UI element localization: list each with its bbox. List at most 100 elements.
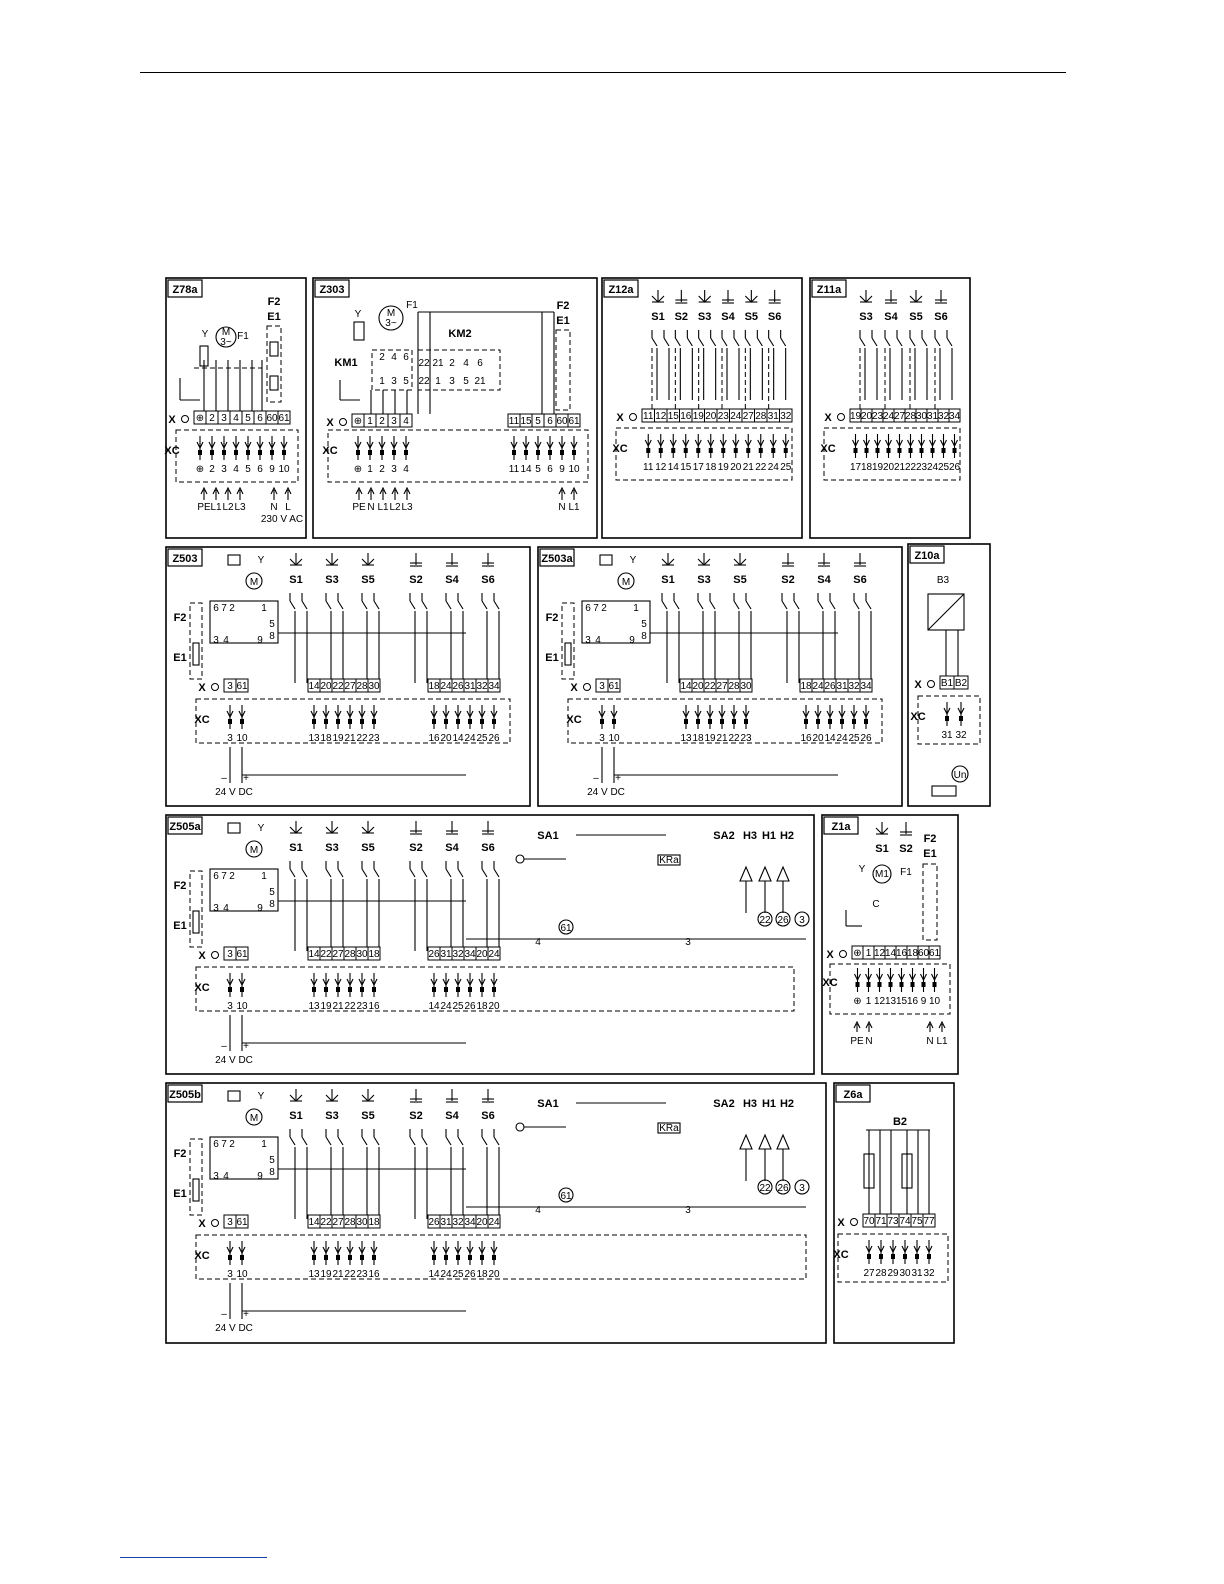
x-terminal — [487, 1214, 501, 1229]
xc-pin — [430, 973, 438, 997]
xc-pin-number: 28 — [875, 1268, 887, 1279]
switch-s5: S5 — [733, 553, 747, 586]
xc-pin-number: 21 — [332, 1269, 344, 1280]
x-terminal-number: 5 — [535, 416, 541, 427]
x-terminal-number: 27 — [716, 681, 728, 692]
x-terminal-number: 32 — [452, 1217, 464, 1228]
x-terminal — [859, 678, 873, 693]
x-terminal-number: 12 — [655, 411, 667, 422]
relay-pin: 2 — [229, 871, 235, 882]
x-terminal-number: 30 — [368, 681, 380, 692]
xc-pin — [358, 705, 366, 729]
switch-s1: S1 — [875, 822, 889, 855]
xc-pin — [901, 1240, 909, 1264]
xc-pin — [802, 705, 810, 729]
relay-pin: 7 — [221, 871, 227, 882]
x-terminal-number: 14 — [308, 1217, 320, 1228]
xc-connector-label: XC — [194, 714, 209, 726]
switch-s4: S4 — [445, 821, 460, 854]
x-terminal-number: 34 — [488, 681, 500, 692]
e1-label: E1 — [923, 848, 936, 860]
xc-pin — [814, 705, 822, 729]
xc-pin-number: ⊕ — [354, 464, 362, 475]
xc-pin-number: 25 — [938, 462, 950, 473]
x-terminal-number: 22 — [704, 681, 716, 692]
relay-pin: 2 — [601, 603, 607, 614]
switch-label: S1 — [289, 842, 302, 854]
supply-label: L3 — [401, 502, 413, 513]
x-terminal-number: 24 — [488, 949, 500, 960]
b2-label: B2 — [893, 1116, 907, 1128]
xc-pin — [742, 705, 750, 729]
supply-label: L2 — [389, 502, 401, 513]
xc-pin — [370, 1241, 378, 1265]
km2-contact: 5 — [463, 376, 469, 387]
xc-pin-number: 23 — [368, 733, 380, 744]
capacitor-label: C — [872, 899, 879, 910]
x-terminal-number: 11 — [509, 416, 520, 427]
x-terminal-number: 24 — [440, 681, 452, 692]
xc-pin — [358, 1241, 366, 1265]
xc-pin — [466, 1241, 474, 1265]
x-terminal-number: 18 — [368, 949, 380, 960]
xc-pin — [490, 973, 498, 997]
relay-pin: 7 — [593, 603, 599, 614]
x-terminal-number: 4 — [233, 413, 239, 424]
x-terminal — [607, 678, 621, 693]
relay-pin: 2 — [229, 603, 235, 614]
xc-pin-number: 11 — [643, 462, 654, 473]
x-terminal-number: 6 — [257, 413, 263, 424]
xc-pin-number: 32 — [955, 730, 967, 741]
x-terminal-number: 4 — [403, 416, 409, 427]
xc-pin-number: 10 — [236, 733, 248, 744]
xc-pin-number: 18 — [705, 462, 717, 473]
kra-label: KRa — [659, 855, 679, 866]
km2-contact: 21 — [474, 376, 486, 387]
xc-pin-number: 2 — [209, 464, 215, 475]
x-terminal-number: 31 — [464, 681, 476, 692]
relay-pin: 9 — [257, 903, 263, 914]
x-terminal — [367, 946, 381, 961]
xc-pin-number: 12 — [874, 996, 886, 1007]
xc-pin — [682, 434, 690, 458]
xc-pin-number: 4 — [403, 464, 409, 475]
switch-s3: S3 — [325, 553, 339, 586]
relay-pin: 4 — [223, 903, 229, 914]
x-terminal-number: 26 — [824, 681, 836, 692]
supply-label: L1 — [568, 502, 580, 513]
switch-s6: S6 — [481, 553, 495, 586]
relay-pin: 9 — [257, 635, 263, 646]
relay-pin: 6 — [213, 871, 219, 882]
xc-pin-number: 23 — [356, 1001, 368, 1012]
x-terminal-number: 18 — [368, 1217, 380, 1228]
panel-title: Z11a — [817, 284, 842, 296]
x-terminal-number: 20 — [320, 681, 332, 692]
xc-pin — [268, 436, 276, 460]
xc-pin — [546, 436, 554, 460]
x-terminal-number: 2 — [379, 416, 385, 427]
xc-pin-number: 19 — [704, 733, 716, 744]
h1-label: H1 — [762, 830, 776, 842]
xc-pin — [838, 705, 846, 729]
xc-pin — [478, 973, 486, 997]
x-terminal-number: 75 — [911, 1216, 923, 1227]
x-terminal-number: 61 — [236, 949, 248, 960]
f2-label: F2 — [174, 612, 187, 624]
xc-pin — [907, 434, 914, 458]
xc-pin-number: 18 — [476, 1001, 488, 1012]
xc-pin — [885, 434, 892, 458]
relay-pin: 7 — [221, 603, 227, 614]
x-terminal-label: X — [826, 949, 834, 961]
motor-label: M — [250, 1113, 258, 1124]
wire-marker: 26 — [777, 915, 789, 926]
xc-pin-number: 20 — [883, 462, 895, 473]
x-terminal-number: 61 — [568, 416, 580, 427]
xc-pin — [196, 436, 204, 460]
switch-label: S4 — [445, 842, 459, 854]
relay-pin: 4 — [223, 1171, 229, 1182]
xc-pin-number: 9 — [921, 996, 927, 1007]
